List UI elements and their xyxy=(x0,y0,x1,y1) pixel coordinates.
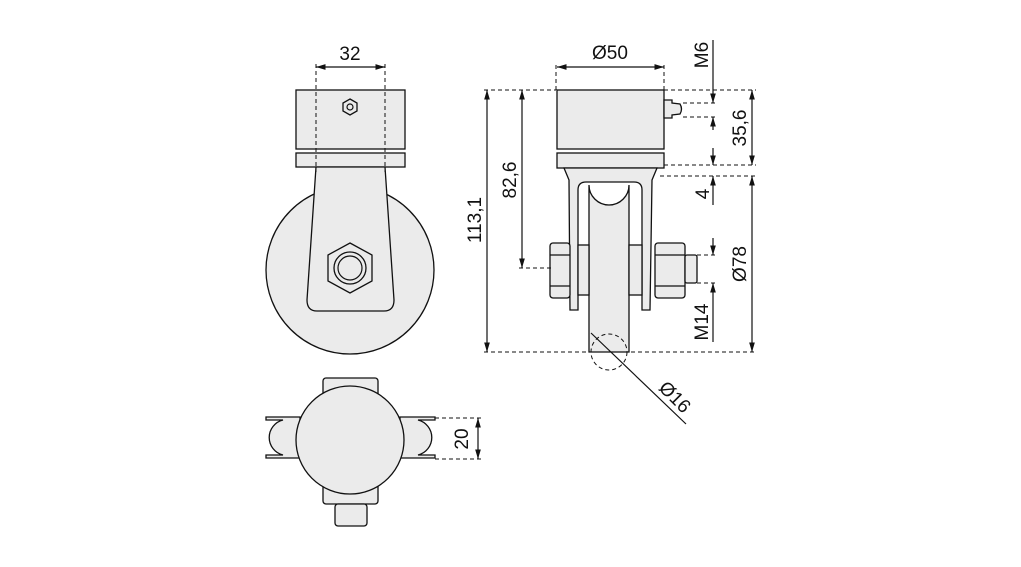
bolt-end xyxy=(684,254,698,284)
dim-o50: Ø50 xyxy=(592,43,628,64)
dim-o16: Ø16 xyxy=(654,378,694,418)
bolt-left xyxy=(577,244,590,296)
grease-nipple xyxy=(663,99,683,119)
wheel-flange-left xyxy=(265,416,301,459)
dim-4: 4 xyxy=(693,188,714,199)
bottom-view: 20 xyxy=(265,377,482,527)
dim-32: 32 xyxy=(339,44,360,65)
front-view: 32 113,1 xyxy=(265,44,756,355)
swivel-plate xyxy=(295,385,405,495)
mount-plate xyxy=(556,152,665,169)
fork xyxy=(563,167,658,311)
wheel-flange-right xyxy=(399,416,436,459)
nut-right xyxy=(654,242,686,299)
dim-m14: M14 xyxy=(692,303,713,340)
wheel-edge xyxy=(588,184,630,353)
nut-left xyxy=(549,242,571,299)
grease-hole xyxy=(346,103,354,111)
swivel-block xyxy=(556,89,665,150)
dim-82-6: 82,6 xyxy=(500,162,521,199)
mount-plate xyxy=(295,152,406,168)
dim-113-1: 113,1 xyxy=(465,197,486,243)
rope-circle xyxy=(590,333,628,371)
grease-nut xyxy=(342,98,358,116)
dim-20: 20 xyxy=(452,428,473,449)
dim-o78: Ø78 xyxy=(730,246,751,282)
bolt-right xyxy=(628,244,643,296)
axle xyxy=(333,251,367,285)
dim-35-6: 35,6 xyxy=(730,110,751,147)
axle-inner xyxy=(337,255,363,281)
bolt-end xyxy=(334,503,368,527)
dim-m6: M6 xyxy=(692,42,713,68)
side-view: Ø50 82,6 Ø16 M6 4 35,6 Ø78 M14 xyxy=(500,40,756,425)
